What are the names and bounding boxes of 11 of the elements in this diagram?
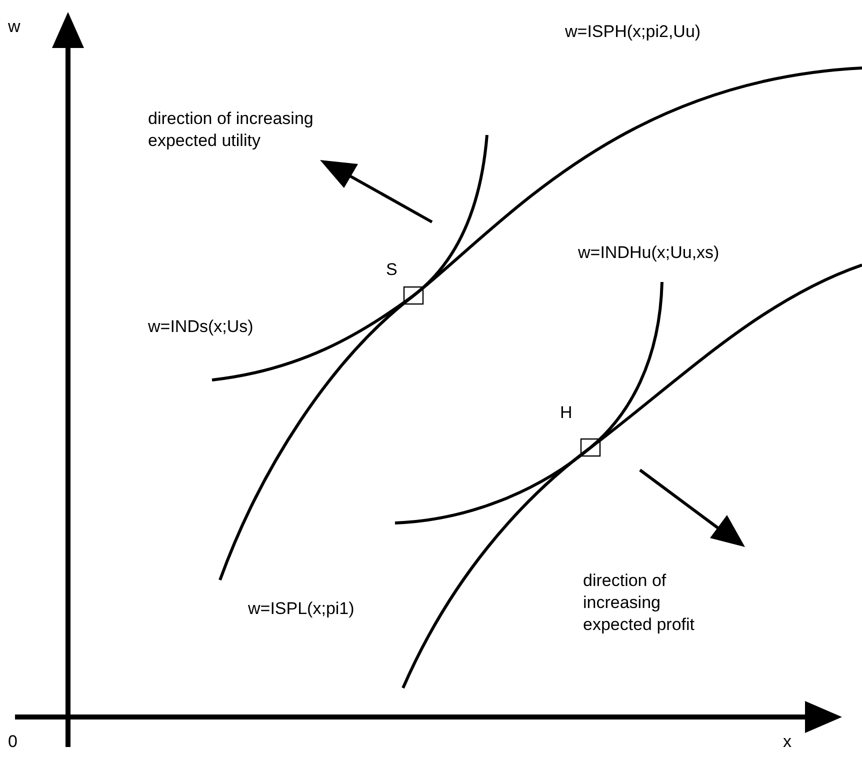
- annotation-text: direction of increasing expected utility: [148, 108, 314, 152]
- curve-label: w=ISPH(x;pi2,Uu): [565, 21, 701, 43]
- axis-label: x: [783, 731, 792, 753]
- point-label: H: [560, 402, 572, 424]
- curve-label: w=INDHu(x;Uu,xs): [578, 242, 720, 264]
- point-label: S: [386, 259, 398, 281]
- annotation-text: direction of increasing expected profit: [583, 570, 696, 636]
- origin-label: 0: [8, 731, 18, 753]
- curve-label: w=INDs(x;Us): [148, 316, 254, 338]
- axis-label: w: [8, 16, 20, 38]
- curve-label: w=ISPL(x;pi1): [248, 598, 354, 620]
